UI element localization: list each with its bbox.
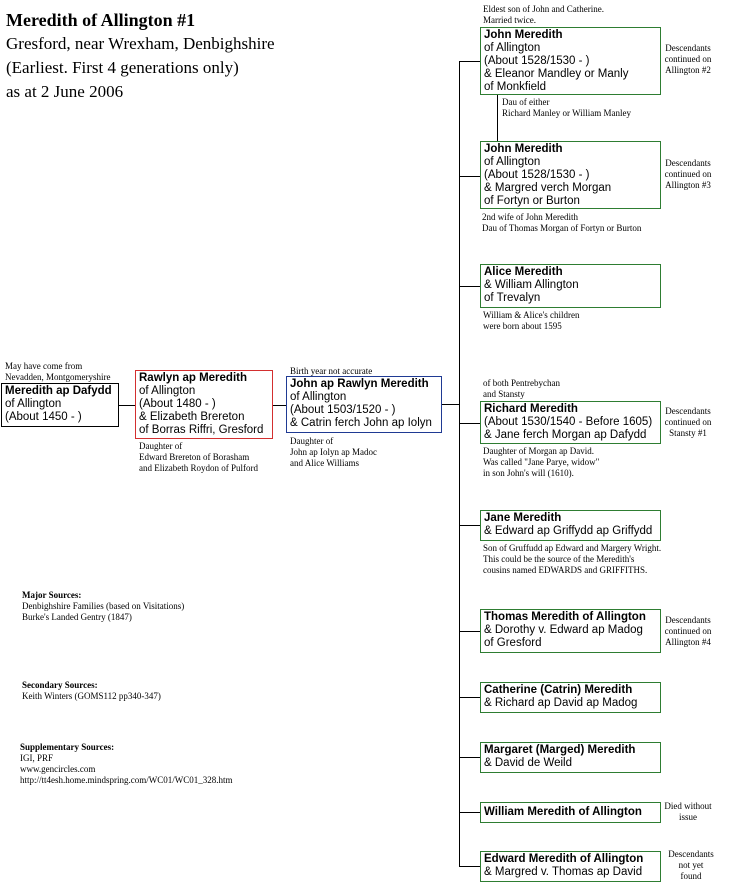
branch-alice	[459, 286, 480, 287]
page-title: Meredith of Allington #1	[6, 10, 196, 30]
william-issue-note: Died without issue	[664, 801, 712, 822]
person-name: John Meredith	[484, 143, 563, 155]
secondary-sources: Secondary Sources: Keith Winters (GOMS11…	[22, 680, 161, 701]
person-richard-meredith[interactable]: Richard Meredith (About 1530/1540 - Befo…	[480, 401, 661, 444]
connector-gen1-gen2	[118, 405, 135, 406]
john1-note-top: Eldest son of John and Catherine. Marrie…	[483, 4, 604, 25]
richard-descendants-note: Descendants continued on Stansty #1	[664, 406, 712, 438]
gen3-spouse-note: Daughter of John ap Iolyn ap Madoc and A…	[290, 436, 377, 468]
person-william-meredith[interactable]: William Meredith of Allington	[480, 802, 661, 823]
page-subtitle-location: Gresford, near Wrexham, Denbighshire	[6, 34, 275, 53]
branch-edward	[459, 866, 480, 867]
person-john-meredith-1[interactable]: John Meredith of Allington (About 1528/1…	[480, 27, 661, 95]
thomas-descendants-note: Descendants continued on Allington #4	[664, 615, 712, 647]
john2-spouse-note: 2nd wife of John Meredith Dau of Thomas …	[482, 212, 642, 233]
person-meredith-ap-dafydd[interactable]: Meredith ap Dafydd of Allington (About 1…	[1, 383, 119, 427]
major-sources-heading: Major Sources:	[22, 590, 82, 600]
major-sources: Major Sources: Denbighshire Families (ba…	[22, 590, 185, 622]
branch-jane	[459, 525, 480, 526]
branch-william	[459, 812, 480, 813]
alice-children-note: William & Alice's children were born abo…	[483, 310, 580, 331]
person-john-meredith-2[interactable]: John Meredith of Allington (About 1528/1…	[480, 141, 661, 209]
person-name: Edward Meredith of Allington	[484, 853, 644, 865]
person-name: Meredith ap Dafydd	[5, 385, 112, 397]
source-link[interactable]: http://tt4esh.home.mindspring.com/WC01/W…	[20, 775, 233, 785]
branch-thomas	[459, 631, 480, 632]
person-name: Rawlyn ap Meredith	[139, 372, 247, 384]
person-name: Alice Meredith	[484, 266, 563, 278]
john1-spouse-note: Dau of either Richard Manley or William …	[502, 97, 631, 118]
gen3-note: Birth year not accurate	[290, 366, 373, 376]
person-catherine-meredith[interactable]: Catherine (Catrin) Meredith & Richard ap…	[480, 682, 661, 713]
supplementary-sources: Supplementary Sources: IGI, PRF www.genc…	[20, 742, 233, 785]
person-name: John ap Rawlyn Meredith	[290, 378, 429, 390]
secondary-sources-heading: Secondary Sources:	[22, 680, 98, 690]
person-name: Jane Meredith	[484, 512, 562, 524]
person-name: William Meredith of Allington	[484, 806, 642, 818]
page-subtitle-scope: (Earliest. First 4 generations only)	[6, 58, 239, 77]
person-john-ap-rawlyn-meredith[interactable]: John ap Rawlyn Meredith of Allington (Ab…	[286, 376, 442, 433]
connector-gen2-gen3	[272, 405, 286, 406]
gen2-spouse-note: Daughter of Edward Brereton of Borasham …	[139, 441, 258, 473]
connector-gen3-children	[441, 404, 459, 405]
person-name: Catherine (Catrin) Meredith	[484, 684, 633, 696]
person-name: John Meredith	[484, 29, 563, 41]
person-rawlyn-ap-meredith[interactable]: Rawlyn ap Meredith of Allington (About 1…	[135, 370, 273, 439]
john2-descendants-note: Descendants continued on Allington #3	[664, 158, 712, 190]
person-name: Richard Meredith	[484, 403, 578, 415]
supplementary-sources-heading: Supplementary Sources:	[20, 742, 115, 752]
edward-descendants-note: Descendants not yet found	[668, 849, 714, 881]
person-thomas-meredith[interactable]: Thomas Meredith of Allington & Dorothy v…	[480, 609, 661, 653]
branch-john2	[459, 176, 480, 177]
person-name: Thomas Meredith of Allington	[484, 611, 646, 623]
branch-john1	[459, 61, 480, 62]
john1-descendants-note: Descendants continued on Allington #2	[664, 43, 712, 75]
richard-note-top: of both Pentrebychan and Stansty	[483, 378, 560, 399]
person-name: Margaret (Marged) Meredith	[484, 744, 636, 756]
john-marriages-connector	[497, 94, 498, 141]
person-margaret-meredith[interactable]: Margaret (Marged) Meredith & David de We…	[480, 742, 661, 773]
richard-spouse-note: Daughter of Morgan ap David. Was called …	[483, 446, 600, 478]
branch-richard	[459, 423, 480, 424]
branch-margaret	[459, 757, 480, 758]
gen1-note: May have come from Nevadden, Montgomerys…	[5, 361, 111, 382]
children-vertical-connector	[459, 61, 460, 866]
person-edward-meredith[interactable]: Edward Meredith of Allington & Margred v…	[480, 851, 661, 882]
branch-catherine	[459, 697, 480, 698]
jane-spouse-note: Son of Gruffudd ap Edward and Margery Wr…	[483, 543, 662, 575]
person-alice-meredith[interactable]: Alice Meredith & William Allington of Tr…	[480, 264, 661, 308]
page-subtitle-date: as at 2 June 2006	[6, 82, 124, 101]
person-jane-meredith[interactable]: Jane Meredith & Edward ap Griffydd ap Gr…	[480, 510, 661, 541]
